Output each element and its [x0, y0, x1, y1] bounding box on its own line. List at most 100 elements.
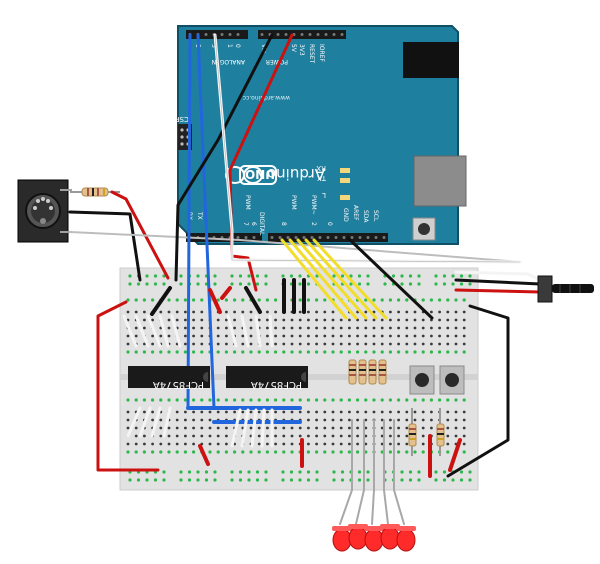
breadboard-hole: [290, 342, 294, 346]
wire-a5-blue: [186, 33, 192, 410]
breadboard-hole: [315, 350, 319, 354]
breadboard-hole: [413, 318, 417, 322]
breadboard-hole: [389, 326, 392, 330]
breadboard-hole: [136, 282, 141, 286]
breadboard-hole: [331, 450, 335, 454]
reset-button[interactable]: [412, 217, 436, 241]
breadboard-hole: [356, 426, 359, 430]
breadboard-hole: [274, 350, 278, 354]
breadboard-hole: [257, 442, 261, 446]
breadboard-hole: [128, 274, 132, 278]
header-pin: [358, 236, 362, 239]
white-jumpers-bottom: [126, 406, 274, 448]
breadboard-hole: [167, 350, 171, 354]
breadboard-hole: [224, 450, 228, 454]
breadboard-hole: [167, 450, 171, 454]
breadboard-hole: [430, 418, 433, 422]
breadboard-hole: [282, 434, 286, 438]
breadboard-hole: [216, 434, 220, 438]
breadboard-hole: [238, 274, 243, 278]
wire-pot-white: [454, 270, 542, 282]
breadboard-hole: [289, 470, 294, 474]
breadboard-hole: [159, 418, 163, 422]
breadboard-hole: [208, 442, 212, 446]
breadboard-hole: [380, 318, 384, 322]
breadboard-hole: [134, 334, 138, 338]
breadboard-hole: [391, 274, 396, 278]
breadboard-hole: [446, 326, 450, 330]
wire-a4-blue: [196, 33, 216, 410]
breadboard-hole: [331, 442, 335, 446]
breadboard-hole: [238, 470, 243, 474]
breadboard-hole: [372, 350, 376, 354]
breadboard-hole: [339, 326, 343, 330]
breadboard-hole: [200, 326, 204, 330]
breadboard-hole: [408, 282, 413, 286]
breadboard-hole: [356, 342, 359, 346]
breadboard-hole: [184, 326, 187, 330]
breadboard-hole: [274, 318, 277, 322]
breadboard-hole: [380, 326, 384, 330]
breadboard-hole: [216, 334, 220, 338]
power-jack: [413, 155, 467, 207]
breadboard-hole: [405, 398, 409, 402]
breadboard-hole: [225, 442, 228, 446]
breadboard-hole: [421, 342, 425, 346]
header-pin: [326, 236, 330, 239]
led-label-rx: RX: [316, 164, 326, 172]
breadboard-hole: [281, 274, 285, 278]
breadboard-hole: [208, 398, 212, 402]
potentiometer[interactable]: [537, 275, 594, 303]
breadboard-hole: [430, 334, 433, 338]
breadboard-hole: [175, 434, 179, 438]
breadboard-hole: [192, 298, 196, 302]
breadboard-hole: [340, 470, 345, 474]
breadboard-hole: [306, 470, 311, 474]
header-bottom-scl: SCL: [372, 210, 379, 222]
breadboard-hole: [356, 350, 360, 354]
breadboard-hole: [216, 318, 220, 322]
led-resistors: [348, 359, 387, 385]
breadboard-hole: [134, 450, 138, 454]
breadboard-hole: [134, 442, 138, 446]
breadboard-hole: [192, 426, 196, 430]
breadboard-hole: [323, 298, 327, 302]
breadboard-hole: [265, 350, 269, 354]
breadboard-hole: [380, 418, 384, 422]
led-1: [332, 526, 352, 552]
breadboard-hole: [442, 274, 447, 278]
breadboard-hole: [462, 442, 466, 446]
header-pin: [276, 33, 280, 36]
breadboard-hole: [175, 398, 179, 402]
breadboard-hole: [400, 478, 404, 482]
wire-midi-red: [110, 190, 170, 280]
push-button-1[interactable]: [409, 365, 435, 395]
breadboard-hole: [200, 434, 204, 438]
breadboard-hole: [134, 426, 138, 430]
breadboard-hole: [208, 450, 212, 454]
breadboard-hole: [306, 298, 310, 302]
jumper-red-1: [208, 288, 222, 314]
header-bottom-aref: AREF: [352, 205, 359, 221]
breadboard-hole: [290, 326, 294, 330]
breadboard-hole: [389, 318, 392, 322]
midi-connector[interactable]: [17, 179, 72, 243]
breadboard-hole: [266, 410, 269, 414]
breadboard-hole: [315, 450, 319, 454]
header-pin: [236, 33, 240, 36]
breadboard-hole: [331, 326, 335, 330]
breadboard-hole: [192, 442, 196, 446]
breadboard-hole: [307, 434, 310, 438]
breadboard-hole: [454, 342, 458, 346]
breadboard-hole: [249, 350, 253, 354]
push-button-2[interactable]: [439, 365, 465, 395]
breadboard-hole: [184, 318, 187, 322]
breadboard-hole: [397, 318, 400, 322]
breadboard-hole: [348, 334, 351, 338]
breadboard-hole: [225, 326, 228, 330]
breadboard-hole: [298, 326, 302, 330]
breadboard-hole: [306, 398, 310, 402]
breadboard-hole: [323, 434, 327, 438]
breadboard-hole: [151, 410, 155, 414]
button-resistors: [408, 408, 445, 456]
